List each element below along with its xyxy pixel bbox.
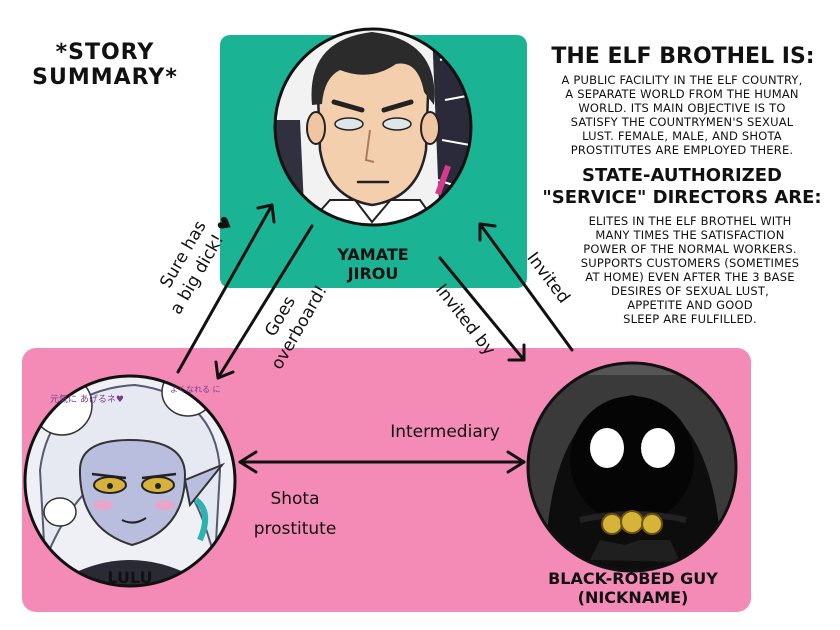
arrow-lulu-to-yamate — [176, 203, 276, 374]
lulu-bubble-text-1: 元気に あげるネ♥ — [50, 393, 124, 405]
service-directors-line: DESIRES OF SEXUAL LUST, — [611, 284, 769, 298]
service-directors-heading-line1: STATE-AUTHORIZED — [582, 165, 782, 186]
elf-brothel-line: A SEPARATE WORLD FROM THE HUMAN — [565, 87, 799, 101]
lulu-bubble-text-2: よくなれる に — [170, 385, 221, 394]
service-directors-line: AT HOME) EVEN AFTER THE 3 BASE — [585, 270, 795, 284]
yamate-name-line2: JIROU — [347, 264, 399, 283]
service-directors-line: MANY TIMES THE SATISFACTION — [595, 228, 785, 242]
robed-name: BLACK-ROBED GUY (NICKNAME) — [517, 569, 749, 607]
elf-brothel-line: WORLD. ITS MAIN OBJECTIVE IS TO — [578, 101, 786, 115]
elf-brothel-body: A PUBLIC FACILITY IN THE ELF COUNTRY, A … — [530, 73, 834, 157]
arrow-yamate-to-lulu — [214, 224, 314, 380]
story-summary-line1: *STORY — [55, 40, 155, 65]
arrow-robed-to-yamate — [478, 222, 574, 352]
robed-name-line2: (NICKNAME) — [577, 588, 689, 607]
service-directors-line: SUPPORTS CUSTOMERS (SOMETIMES — [580, 256, 800, 270]
relation-shota-line1: Shota — [270, 489, 320, 509]
portrait-man-icon — [273, 27, 473, 227]
relation-shota-prostitute: Shota prostitute — [230, 484, 360, 544]
relation-intermediary: Intermediary — [390, 422, 500, 442]
service-directors-line: POWER OF THE NORMAL WORKERS. — [583, 242, 797, 256]
arrow-lulu-robed — [238, 450, 526, 474]
yamate-name: YAMATE JIROU — [313, 245, 433, 283]
story-summary-title: *STORY SUMMARY* — [20, 40, 190, 90]
service-directors-heading: STATE-AUTHORIZED "SERVICE" DIRECTORS ARE… — [528, 165, 836, 209]
robed-name-line1: BLACK-ROBED GUY — [548, 569, 718, 588]
portrait-elf-icon — [23, 374, 237, 588]
service-directors-heading-line2: "SERVICE" DIRECTORS ARE: — [542, 187, 822, 208]
service-directors-line: SLEEP ARE FULFILLED. — [623, 312, 757, 326]
elf-brothel-line: PROSTITUTES ARE EMPLOYED THERE. — [570, 143, 794, 157]
service-directors-body: ELITES IN THE ELF BROTHEL WITH MANY TIME… — [555, 214, 825, 326]
relation-shota-line2: prostitute — [253, 519, 337, 539]
elf-brothel-line: A PUBLIC FACILITY IN THE ELF COUNTRY, — [561, 73, 803, 87]
lulu-name: LULU — [107, 568, 153, 587]
elf-brothel-heading: THE ELF BROTHEL IS: — [551, 44, 815, 69]
portrait-hooded-icon — [526, 361, 738, 573]
elf-brothel-line: LUST. FEMALE, MALE, AND SHOTA — [582, 129, 782, 143]
yamate-name-line1: YAMATE — [337, 245, 409, 264]
elf-brothel-line: SATISFY THE COUNTRYMEN'S SEXUAL — [570, 115, 794, 129]
service-directors-line: APPETITE AND GOOD — [627, 298, 753, 312]
service-directors-line: ELITES IN THE ELF BROTHEL WITH — [588, 214, 792, 228]
arrow-yamate-to-robed — [438, 256, 526, 362]
story-summary-line2: SUMMARY* — [32, 65, 178, 90]
